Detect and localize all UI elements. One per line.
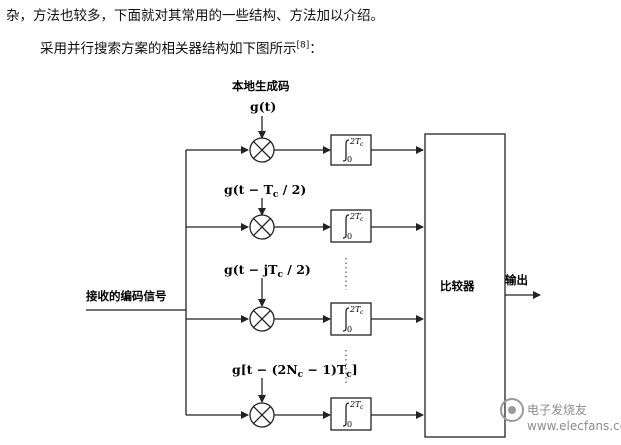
branch-label-4: g[t − (2Nc − 1)Tc] <box>232 362 358 380</box>
svg-text:c: c <box>360 141 364 148</box>
svg-text:0: 0 <box>347 155 352 164</box>
watermark: 电子发烧友 www.elecfans.com <box>500 398 621 433</box>
output-label: 输出 <box>505 273 528 287</box>
branch-label-2: g(t − Tc / 2) <box>224 182 306 200</box>
branch-1: g(t) 2T c 0 <box>186 99 424 166</box>
svg-text:2T: 2T <box>349 305 361 314</box>
svg-text:2T: 2T <box>349 400 361 409</box>
caption-end: ： <box>309 41 323 57</box>
integrator-2 <box>330 209 372 243</box>
paragraph-figure-caption: 采用并行搜索方案的相关器结构如下图所示[8]： <box>40 37 323 58</box>
comparator-box <box>424 133 506 438</box>
branch-label-1: g(t) <box>250 99 276 114</box>
watermark-url: www.elecfans.com <box>527 419 621 433</box>
svg-text:0: 0 <box>347 232 352 241</box>
svg-text:c: c <box>360 404 364 411</box>
svg-text:0: 0 <box>347 420 352 429</box>
branch-2: g(t − Tc / 2) 2T c 0 <box>186 182 424 243</box>
svg-text:2T: 2T <box>349 212 361 221</box>
svg-text:c: c <box>360 309 364 316</box>
svg-text:2T: 2T <box>349 137 361 146</box>
svg-text:c: c <box>360 216 364 223</box>
citation: [8] <box>296 40 310 51</box>
integrator-4 <box>330 397 372 431</box>
svg-text:0: 0 <box>347 325 352 334</box>
caption-text: 采用并行搜索方案的相关器结构如下图所示 <box>40 41 297 57</box>
input-signal-label: 接收的编码信号 <box>86 289 167 303</box>
local-code-label: 本地生成码 <box>232 79 290 93</box>
branch-3: g(t − jTc / 2) 2T c 0 <box>186 262 424 336</box>
comparator-label: 比较器 <box>440 279 475 293</box>
paragraph-intro: 杂，方法也较多，下面就对其常用的一些结构、方法加以介绍。 <box>6 8 384 24</box>
branch-4: g[t − (2Nc − 1)Tc] 2T c 0 <box>186 362 424 431</box>
watermark-title: 电子发烧友 <box>527 402 587 417</box>
branch-label-3: g(t − jTc / 2) <box>224 262 311 280</box>
